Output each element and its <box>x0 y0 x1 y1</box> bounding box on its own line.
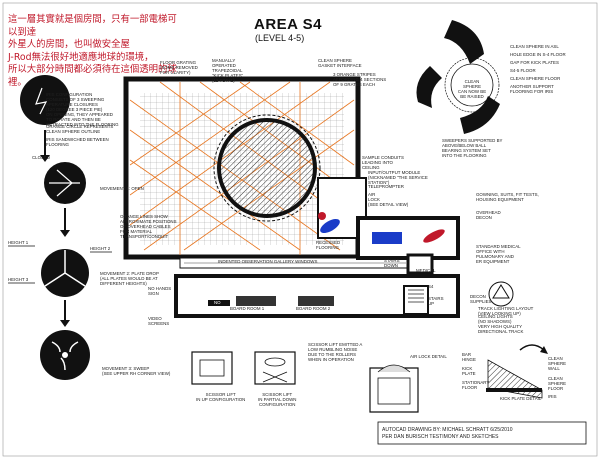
label-overhead-decon: OVERHEAD DECON <box>476 210 501 220</box>
label-indented: INDENTED OBSERVATION GALLERY WINDOWS <box>218 259 318 264</box>
label-stairs-up: STAIRS UP <box>428 296 444 306</box>
track-lighting-icon <box>488 281 514 307</box>
label-movement2: MOVEMENT 2: PLATE DROP (ALL PLATES WOULD… <box>100 271 159 286</box>
label-clean-sphere-gasket: CLEAN SPHERE GASKET INTERFACE <box>318 58 362 68</box>
label-scissor-partial: SCISSOR LIFT IN PARTIAL DOWN CONFIGURATI… <box>258 392 297 407</box>
label-board1: BOARD ROOM 1 <box>230 306 265 311</box>
label-recessed: RECESSED FLOORING <box>316 240 341 250</box>
footer-credit: AUTOCAD DRAWING BY: MICHAEL SCHRATT 6/25… <box>382 427 513 440</box>
label-s4-floor: S4-5 FLOOR <box>510 68 536 73</box>
iris-movement3-diagram <box>40 330 90 380</box>
label-iris-sandwiched: IRIS SANDWICHED BETWEEN FLOORING <box>46 137 109 147</box>
label-air-lock-detail: AIR LOCK DETAIL <box>410 354 447 359</box>
label-orange-stripes: 3 ORANGE STRIPES AFFORDING 4 SECTIONS OF… <box>333 72 387 87</box>
label-medical: MEDICAL <box>416 268 436 273</box>
label-closed: CLOSED <box>32 155 51 160</box>
main-floor-plan <box>123 76 460 318</box>
air-lock-detail-diagram <box>369 364 419 413</box>
label-no-hands: NO HANDS SIGN <box>148 286 172 296</box>
label-kick-plate-detail: KICK PLATE DETAIL <box>500 396 542 401</box>
page-subtitle: (LEVEL 4-5) <box>255 33 305 43</box>
label-clean-sphere-floor: CLEAN SPHERE FLOOR <box>510 76 561 81</box>
label-orange-circle: ORANGE CIRCLE REPRESENTS CLEAN SPHERE OU… <box>46 124 114 134</box>
label-medical-office: STANDARD MEDICAL OFFICE WITH PULMONARY A… <box>476 244 521 264</box>
label-teleprompter: TELEPROMPTER <box>368 184 404 189</box>
scissor-lift-up-diagram <box>191 351 233 385</box>
label-bar-hinge: BAR HINGE <box>462 352 476 362</box>
label-iris-config: IRIS CONFIGURATION CONSISTS OF 3 SWEEPIN… <box>46 92 119 127</box>
label-floor-grating: FLOOR GRATING (SOME REMOVED FOR CLARITY) <box>160 60 198 75</box>
label-io-module: INPUT/OUTPUT MODULE (NICKNAMED "THE SERV… <box>368 170 428 185</box>
label-scissor-up: SCISSOR LIFT IN UP CONFIGURATION <box>196 392 246 402</box>
chinese-note: 這一層其實就是個房間，只有一部電梯可以到達 外星人的房間，也叫做安全屋 J-Ro… <box>8 14 177 88</box>
label-clean-sphere-asl: CLEAN SPHERE IN ASL <box>510 44 559 49</box>
label-stationary-floor: STATIONARY FLOOR <box>462 380 490 390</box>
label-scissor-emit: SCISSOR LIFT EMITTED A LOW RUMBLING NOIS… <box>308 342 363 362</box>
label-hole-edge: HOLE EDGE IN S-4 FLOOR <box>510 52 566 57</box>
label-clean-sphere-wall: CLEAN SPHERE WALL <box>548 356 567 371</box>
label-sample-conduits: SAMPLE CONDUITS LEADING INTO CEILING <box>362 155 404 170</box>
label-sign-no: NO <box>214 300 221 305</box>
label-gap-kick: GAP FOR KICK PLATES <box>510 60 559 65</box>
iris-closed-diagram <box>20 75 70 125</box>
footer-box <box>377 421 587 445</box>
label-height3: HEIGHT 3 <box>8 277 29 282</box>
label-manually-operated: MANUALLY OPERATED TRAPEZOIDAL "KICK PLAT… <box>212 58 244 83</box>
label-movement3: MOVEMENT 3: SWEEP (SEE UPPER RH CORNER V… <box>102 366 171 376</box>
page-title: AREA S4 <box>254 16 322 33</box>
label-s4: S4 <box>428 284 434 289</box>
label-movement1: MOVEMENT 1: OPEN <box>100 186 144 191</box>
label-video-screens: VIDEO SCREENS <box>148 316 170 326</box>
sweep-blade-diagram <box>416 20 500 134</box>
label-another-support: ANOTHER SUPPORT FLOORING FOR IRIS <box>510 84 554 94</box>
label-clean-sphere-raised: CLEAN SPHERE CAN NOW BE BE RAISED <box>457 79 487 99</box>
label-height2: HEIGHT 2 <box>90 246 111 251</box>
label-gowning: GOWNING, SUITS, FIT TESTS, HOUSING EQUIP… <box>476 192 539 202</box>
label-ceiling-lights: CEILING LIGHTS (NO SHADOWS) <box>478 314 513 324</box>
label-iris: IRIS <box>548 394 557 399</box>
label-sweepers: SWEEPERS SUPPORTED BY ABOVE/BELOW BALL B… <box>442 138 503 158</box>
iris-movement1-diagram <box>44 162 86 204</box>
label-orange-lines: ORANGE LINES SHOW APPROXIMATE POSITIONS … <box>120 214 177 239</box>
label-kick-plate: KICK PLATE <box>462 366 476 376</box>
label-stairs-down: STAIRS DOWN <box>384 258 400 268</box>
label-track-lighting: TRACK LIGHTING LAYOUT (VIEW LOOKING UP) <box>478 306 534 316</box>
scissor-lift-partial-diagram <box>254 351 296 385</box>
label-clean-sphere-floor2: CLEAN SPHERE FLOOR <box>548 376 567 391</box>
label-board2: BOARD ROOM 2 <box>296 306 331 311</box>
label-very-high: VERY HIGH QUALITY DIRECTIONAL TRACK <box>478 324 524 334</box>
kick-plate-detail-diagram <box>486 344 548 399</box>
label-decon: DECON SUPPLIES <box>470 294 492 304</box>
label-air-lock: AIR LOCK (SEE DETAIL VIEW) <box>368 192 409 207</box>
label-height1: HEIGHT 1 <box>8 240 29 245</box>
iris-movement2-diagram <box>41 249 89 297</box>
